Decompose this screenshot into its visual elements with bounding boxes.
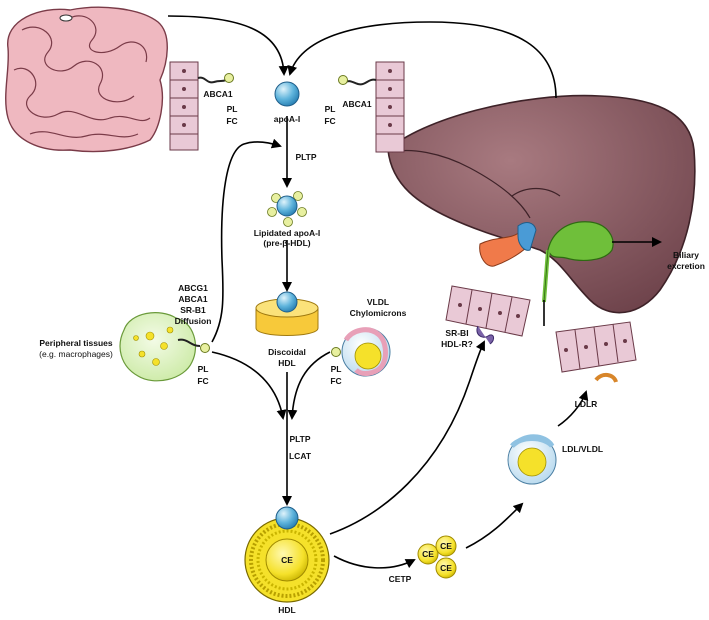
ce-label-2: CE [440, 541, 452, 551]
ce-cluster [417, 535, 457, 579]
apoa1-label: apoA-I [274, 114, 300, 124]
pl-vldl-label: PL [331, 364, 342, 374]
discoidal-hdl-particle [255, 291, 319, 336]
macrophage-cell [119, 312, 210, 382]
hdl-particle [244, 506, 330, 603]
liver-illustration [387, 94, 696, 314]
hdl-core-label: CE [281, 555, 293, 565]
ce-label-3: CE [440, 563, 452, 573]
discoidal-label-line2: HDL [278, 358, 295, 368]
ldlr-label: LDLR [575, 399, 598, 409]
cell-wall-left [169, 61, 234, 151]
srbi-label-line1: SR-BI [445, 328, 468, 338]
apoa1-particle [274, 81, 300, 107]
labels: apoA-I ABCA1 ABCA1 PL FC PL FC PLTP Lipi… [39, 89, 705, 615]
biliary-label-line2: excretion [667, 261, 705, 271]
fc-right-label: FC [324, 116, 335, 126]
ce-label-1: CE [422, 549, 434, 559]
vldl-label-line2: Chylomicrons [350, 308, 407, 318]
fc-left-label: FC [226, 116, 237, 126]
lcat-label: LCAT [289, 451, 312, 461]
cetp-label: CETP [389, 574, 412, 584]
cell-wall-ldlr [555, 321, 637, 383]
peripheral-label-line2: (e.g. macrophages) [39, 349, 113, 359]
peripheral-label-line1: Peripheral tissues [39, 338, 113, 348]
ldl-vldl-label: LDL/VLDL [562, 444, 603, 454]
lipidated-apoa1-particle [267, 191, 307, 227]
vldl-particle [331, 327, 391, 377]
transporter-abca1: ABCA1 [178, 294, 208, 304]
pl-periph-label: PL [198, 364, 209, 374]
hdl-label: HDL [278, 605, 295, 615]
transporter-abcg1: ABCG1 [178, 283, 208, 293]
transporter-diffusion: Diffusion [175, 316, 212, 326]
transporter-srb1: SR-B1 [180, 305, 206, 315]
vldl-label-line1: VLDL [367, 297, 389, 307]
cell-wall-srbi [445, 285, 531, 345]
pl-left-label: PL [227, 104, 238, 114]
pathway-arrows [167, 15, 662, 569]
intestine-illustration [5, 6, 168, 153]
pltp-mid-label: PLTP [289, 434, 310, 444]
biliary-label-line1: Biliary [673, 250, 699, 260]
lipidated-label-line2: (pre-β-HDL) [263, 238, 310, 248]
fc-periph-label: FC [197, 376, 208, 386]
cell-wall-right [338, 61, 405, 153]
pl-right-label: PL [325, 104, 336, 114]
ldl-vldl-particle [507, 434, 557, 485]
fc-vldl-label: FC [330, 376, 341, 386]
srbi-label-line2: HDL-R? [441, 339, 473, 349]
abca1-right-label: ABCA1 [342, 99, 372, 109]
abca1-left-label: ABCA1 [203, 89, 233, 99]
lipidated-label-line1: Lipidated apoA-I [254, 228, 321, 238]
pltp-top-label: PLTP [295, 152, 316, 162]
discoidal-label-line1: Discoidal [268, 347, 306, 357]
